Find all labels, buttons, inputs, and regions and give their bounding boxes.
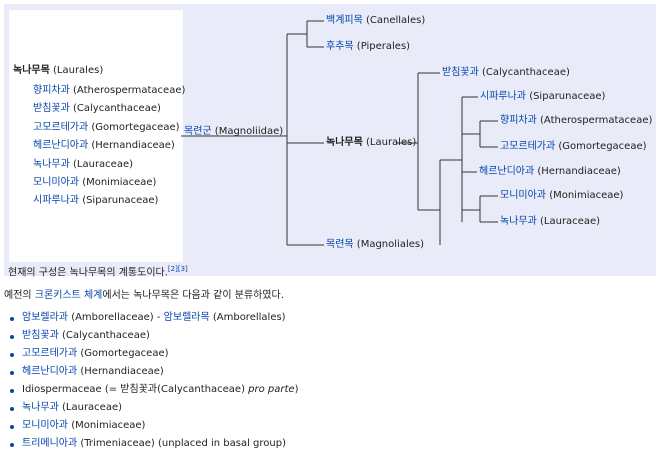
clade-calycanthaceae[interactable]: 받침꽃과 (Calycanthaceae) bbox=[442, 67, 570, 78]
list-item[interactable]: 암보렐라과 (Amborellaceae) - 암보렐라목 (Amborella… bbox=[22, 312, 286, 323]
clade-siparunaceae[interactable]: 시파루나과 (Siparunaceae) bbox=[480, 91, 606, 102]
clade-monimiaceae[interactable]: 모니미아과 (Monimiaceae) bbox=[500, 190, 624, 201]
list-item: Idiospermaceae (= 받침꽃과(Calycanthaceae) p… bbox=[22, 384, 299, 395]
bullet-icon bbox=[10, 335, 14, 339]
clade-gomortegaceae[interactable]: 고모르테가과 (Gomortegaceae) bbox=[500, 141, 647, 152]
cladogram-panel: 녹나무목 (Laurales) 향피차과 (Atherospermataceae… bbox=[4, 4, 656, 278]
figure-caption: 현재의 구성은 녹나무목의 계통도이다.[2][3] bbox=[8, 265, 188, 279]
list-item[interactable]: 녹나무과 (Lauraceae) bbox=[22, 402, 123, 413]
clade-canellales[interactable]: 백계피목 (Canellales) bbox=[326, 15, 426, 26]
list-item[interactable]: 트리메니아과 (Trimeniaceae) (unplaced in basal… bbox=[22, 438, 286, 449]
bullet-icon bbox=[10, 443, 14, 447]
bullet-icon bbox=[10, 425, 14, 429]
cladogram-lines bbox=[181, 20, 498, 246]
cronquist-system-link[interactable]: 크론키스트 체계 bbox=[34, 290, 103, 301]
list-item[interactable]: 향피차과 (Atherospermataceae) bbox=[33, 85, 186, 96]
list-item[interactable]: 녹나무과 (Lauraceae) bbox=[33, 159, 134, 170]
list-item[interactable]: 모니미아과 (Monimiaceae) bbox=[33, 177, 157, 188]
clade-lauraceae[interactable]: 녹나무과 (Lauraceae) bbox=[500, 216, 601, 227]
clade-magnoliales[interactable]: 목련목 (Magnoliales) bbox=[326, 239, 424, 250]
list-item[interactable]: 헤르난디아과 (Hernandiaceae) bbox=[22, 366, 164, 377]
bullet-icon bbox=[10, 371, 14, 375]
list-item[interactable]: 받침꽃과 (Calycanthaceae) bbox=[33, 103, 161, 114]
clade-atherospermataceae[interactable]: 향피차과 (Atherospermataceae) bbox=[500, 115, 653, 126]
reference-link[interactable]: [2][3] bbox=[167, 265, 188, 273]
list-heading: 녹나무목 (Laurales) bbox=[13, 65, 104, 76]
bullet-icon bbox=[10, 317, 14, 321]
bullet-icon bbox=[10, 353, 14, 357]
bullet-icon bbox=[10, 389, 14, 393]
list-item[interactable]: 모니미아과 (Monimiaceae) bbox=[22, 420, 146, 431]
laurales-family-list: 녹나무목 (Laurales) 향피차과 (Atherospermataceae… bbox=[9, 10, 186, 262]
clade-piperales[interactable]: 후추목 (Piperales) bbox=[326, 41, 411, 52]
bullet-icon bbox=[10, 407, 14, 411]
clade-magnoliidae[interactable]: 목련군 (Magnoliidae) bbox=[184, 126, 284, 137]
clade-laurales: 녹나무목 (Laurales) bbox=[326, 137, 417, 148]
cronquist-intro: 예전의 크론키스트 체계에서는 녹나무목은 다음과 같이 분류하였다. bbox=[4, 290, 284, 301]
list-item[interactable]: 받침꽃과 (Calycanthaceae) bbox=[22, 330, 150, 341]
list-item[interactable]: 고모르테가과 (Gomortegaceae) bbox=[22, 348, 169, 359]
list-item[interactable]: 시파루나과 (Siparunaceae) bbox=[33, 195, 159, 206]
list-item[interactable]: 고모르테가과 (Gomortegaceae) bbox=[33, 122, 180, 133]
list-item[interactable]: 헤르난디아과 (Hernandiaceae) bbox=[33, 140, 175, 151]
clade-hernandiaceae[interactable]: 헤르난디아과 (Hernandiaceae) bbox=[479, 166, 621, 177]
